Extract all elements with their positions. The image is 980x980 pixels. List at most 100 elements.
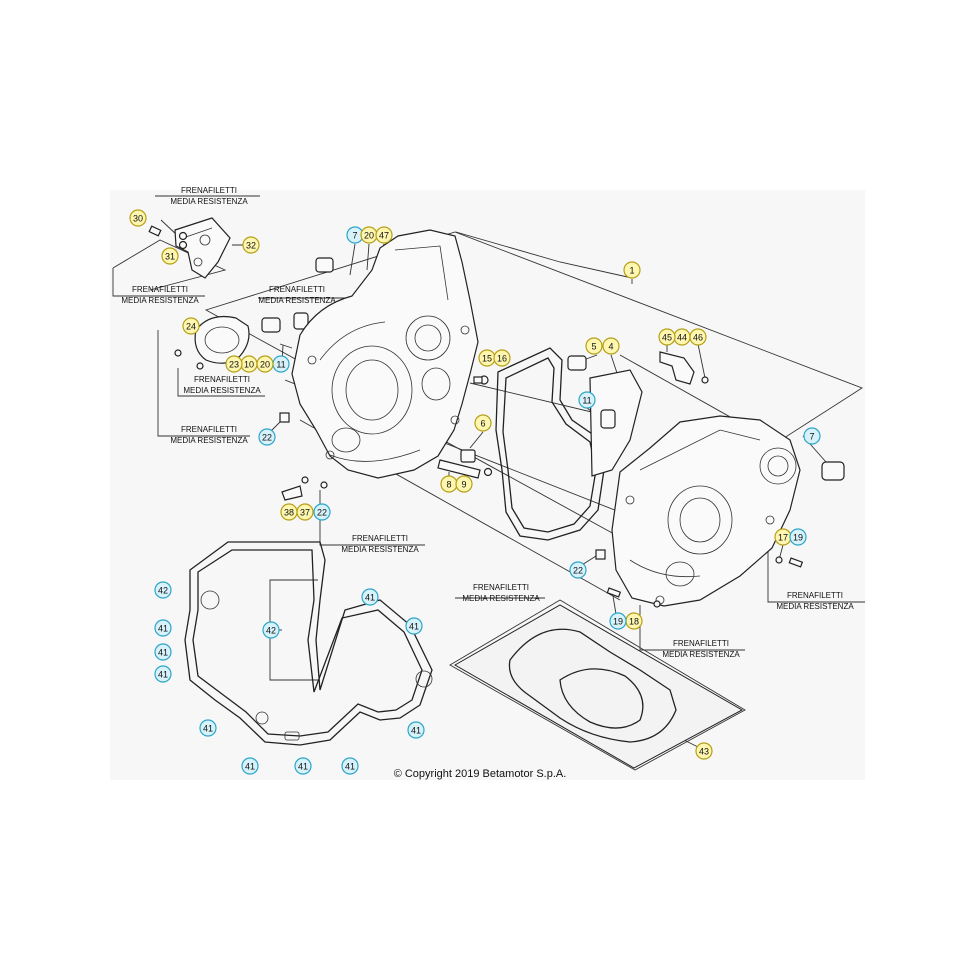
callout-circle <box>602 337 620 355</box>
callout-c22b: 22 <box>313 503 331 521</box>
callout-label: 37 <box>300 508 310 518</box>
svg-text:MEDIA RESISTENZA: MEDIA RESISTENZA <box>121 296 199 305</box>
callout-circle <box>242 236 260 254</box>
callout-label: 11 <box>582 396 591 406</box>
callout-circle <box>154 619 172 637</box>
svg-text:FRENAFILETTI: FRENAFILETTI <box>473 583 529 592</box>
svg-text:MEDIA RESISTENZA: MEDIA RESISTENZA <box>776 602 854 611</box>
callout-c42b: 42 <box>262 621 280 639</box>
note-frenafiletti: FRENAFILETTI MEDIA RESISTENZA <box>170 425 248 445</box>
callout-c41a: 41 <box>154 619 172 637</box>
callout-circle <box>375 226 393 244</box>
right-crankcase-half <box>611 415 801 607</box>
callout-c41i: 41 <box>341 757 359 775</box>
svg-text:FRENAFILETTI: FRENAFILETTI <box>787 591 843 600</box>
note-frenafiletti: FRENAFILETTI MEDIA RESISTENZA <box>170 186 248 206</box>
callout-c7b: 7 <box>803 427 821 445</box>
callout-circle <box>225 355 243 373</box>
callout-circle <box>294 757 312 775</box>
callout-label: 4 <box>608 342 613 352</box>
svg-text:MEDIA RESISTENZA: MEDIA RESISTENZA <box>662 650 740 659</box>
callout-c23: 23 <box>225 355 243 373</box>
svg-text:FRENAFILETTI: FRENAFILETTI <box>181 425 237 434</box>
callout-label: 15 <box>482 354 492 364</box>
bracket-part-32 <box>174 217 231 279</box>
callout-circle <box>407 721 425 739</box>
callout-c41h: 41 <box>241 757 259 775</box>
callout-circle <box>609 612 627 630</box>
callout-label: 30 <box>133 214 143 224</box>
svg-text:FRENAFILETTI: FRENAFILETTI <box>194 375 250 384</box>
callout-label: 1 <box>629 266 634 276</box>
callout-label: 22 <box>262 433 272 443</box>
callout-label: 11 <box>276 360 285 370</box>
callout-label: 17 <box>778 533 788 543</box>
svg-text:MEDIA RESISTENZA: MEDIA RESISTENZA <box>258 296 336 305</box>
callout-label: 42 <box>158 586 168 596</box>
callout-c4: 4 <box>602 337 620 355</box>
callout-label: 32 <box>246 241 256 251</box>
callout-c19b: 19 <box>609 612 627 630</box>
callout-label: 19 <box>613 617 623 627</box>
callout-circle <box>241 757 259 775</box>
callout-c19a: 19 <box>789 528 807 546</box>
svg-text:FRENAFILETTI: FRENAFILETTI <box>132 285 188 294</box>
note-frenafiletti: FRENAFILETTI MEDIA RESISTENZA <box>776 591 854 611</box>
callout-label: 10 <box>244 360 254 370</box>
callout-circle <box>361 588 379 606</box>
callout-label: 22 <box>573 566 583 576</box>
callout-c41d: 41 <box>361 588 379 606</box>
svg-text:FRENAFILETTI: FRENAFILETTI <box>181 186 237 195</box>
callout-circle <box>199 719 217 737</box>
callout-circle <box>789 528 807 546</box>
callout-circle <box>280 503 298 521</box>
callout-label: 41 <box>411 726 421 736</box>
callout-circle <box>578 391 596 409</box>
callout-label: 38 <box>284 508 294 518</box>
cover-plate-24 <box>174 315 250 370</box>
callout-c11a: 11 <box>272 355 290 373</box>
callout-circle <box>689 328 707 346</box>
callout-c47: 47 <box>375 226 393 244</box>
callout-c20a: 20 <box>360 226 378 244</box>
gasket-41-42 <box>184 541 433 746</box>
callout-c37: 37 <box>296 503 314 521</box>
callout-label: 20 <box>364 231 374 241</box>
callout-label: 16 <box>497 354 507 364</box>
callout-c42a: 42 <box>154 581 172 599</box>
callout-c5: 5 <box>585 337 603 355</box>
callout-c10: 10 <box>240 355 258 373</box>
svg-text:MEDIA RESISTENZA: MEDIA RESISTENZA <box>183 386 261 395</box>
note-frenafiletti: FRENAFILETTI MEDIA RESISTENZA <box>258 285 336 305</box>
callout-circle <box>585 337 603 355</box>
note-frenafiletti: FRENAFILETTI MEDIA RESISTENZA <box>662 639 740 659</box>
callout-c6: 6 <box>474 414 492 432</box>
callout-circle <box>262 621 280 639</box>
callout-label: 41 <box>203 724 213 734</box>
svg-text:FRENAFILETTI: FRENAFILETTI <box>352 534 408 543</box>
note-frenafiletti: FRENAFILETTI MEDIA RESISTENZA <box>183 375 261 395</box>
callout-c16: 16 <box>493 349 511 367</box>
callout-label: 5 <box>591 342 596 352</box>
callout-circle <box>803 427 821 445</box>
copyright-notice: © Copyright 2019 Betamotor S.p.A. <box>394 768 567 780</box>
callout-label: 41 <box>158 624 168 634</box>
small-parts-center <box>279 375 606 560</box>
callout-circle <box>405 617 423 635</box>
callout-label: 6 <box>480 419 485 429</box>
svg-text:MEDIA RESISTENZA: MEDIA RESISTENZA <box>341 545 419 554</box>
callout-circle <box>258 428 276 446</box>
callout-circle <box>154 643 172 661</box>
callout-label: 41 <box>409 622 419 632</box>
callout-label: 41 <box>365 593 375 603</box>
callout-c41c: 41 <box>154 665 172 683</box>
callout-c46: 46 <box>689 328 707 346</box>
right-parts-5-4-11 <box>567 355 643 477</box>
callout-circle <box>182 317 200 335</box>
callout-circle <box>161 247 179 265</box>
callout-c22c: 22 <box>569 561 587 579</box>
callout-c45: 45 <box>658 328 676 346</box>
